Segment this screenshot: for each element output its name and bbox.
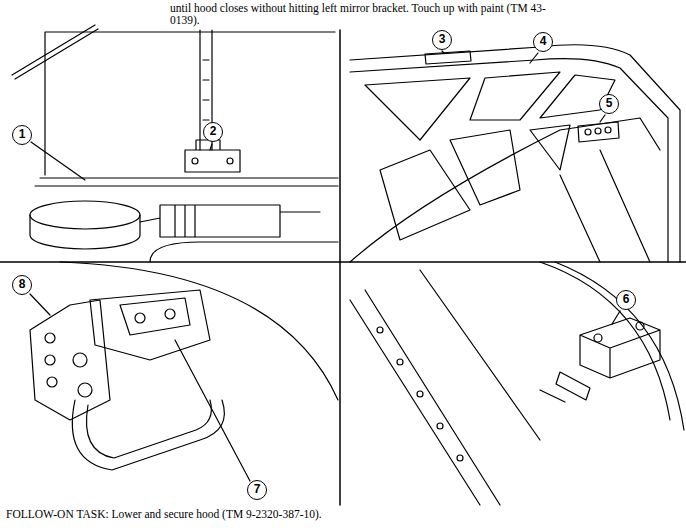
windshield-view (31, 142, 212, 180)
hinge-block-view (377, 327, 383, 333)
hinge-handle-view (45, 355, 55, 365)
hinge-block-view (636, 322, 644, 330)
hinge-block-view (540, 262, 684, 430)
hinge-block-view (594, 334, 602, 342)
instruction-note: until hood closes without hitting left m… (170, 2, 550, 26)
hinge-handle-view (60, 262, 338, 400)
callout-number: 1 (12, 125, 32, 145)
hood-underside-view (380, 125, 570, 240)
windshield-view (12, 25, 98, 79)
hood-underside-view (350, 59, 668, 262)
hinge-handle-view (30, 294, 250, 481)
hinge-block-view (437, 423, 443, 429)
hinge-block-view (612, 311, 620, 324)
panel-dividers (0, 30, 686, 505)
callout-number: 6 (616, 290, 636, 310)
panel-dividers (0, 30, 686, 505)
windshield-view (12, 25, 338, 262)
hinge-block-view (350, 262, 684, 505)
hinge-handle-view (90, 290, 210, 360)
hood-underside-view (350, 45, 680, 262)
hinge-block-view (350, 270, 540, 505)
hinge-handle-view (78, 383, 92, 397)
callout-number: 2 (203, 122, 223, 142)
callout-number: 8 (12, 275, 32, 295)
hinge-handle-view (72, 400, 224, 470)
windshield-view (203, 60, 209, 120)
hood-underside-view (365, 72, 615, 140)
callout-number: 7 (247, 480, 267, 500)
hinge-handle-view (30, 262, 338, 481)
hood-underside-view (442, 51, 605, 122)
hinge-handle-view (73, 353, 87, 367)
windshield-view (140, 205, 320, 237)
windshield-view (192, 158, 198, 164)
hinge-block-view (417, 391, 423, 397)
instruction-note: FOLLOW-ON TASK: Lower and secure hood (T… (6, 508, 606, 520)
hood-underside-view (350, 45, 680, 262)
windshield-view (35, 32, 338, 186)
hood-underside-view (605, 127, 611, 133)
callout-number: 3 (432, 30, 452, 50)
hood-underside-view (595, 128, 601, 134)
hinge-block-view (397, 359, 403, 365)
windshield-view (227, 158, 233, 164)
windshield-view (150, 242, 338, 262)
windshield-view (185, 140, 240, 172)
hinge-handle-view (47, 377, 57, 387)
callout-number: 4 (533, 32, 553, 52)
hinge-block-view (580, 318, 660, 378)
hood-underside-view (585, 129, 591, 135)
hinge-block-view (457, 455, 463, 461)
hood-underside-view (425, 51, 471, 64)
hinge-handle-view (135, 313, 145, 323)
hinge-handle-view (45, 333, 55, 343)
hinge-block-view (540, 372, 590, 402)
hood-underside-view (578, 122, 619, 142)
hood-underside-view (350, 118, 660, 262)
callout-number: 5 (599, 94, 619, 114)
hinge-handle-view (165, 309, 175, 319)
windshield-view (30, 215, 140, 249)
hinge-handle-view (30, 300, 110, 420)
windshield-view (30, 201, 140, 229)
